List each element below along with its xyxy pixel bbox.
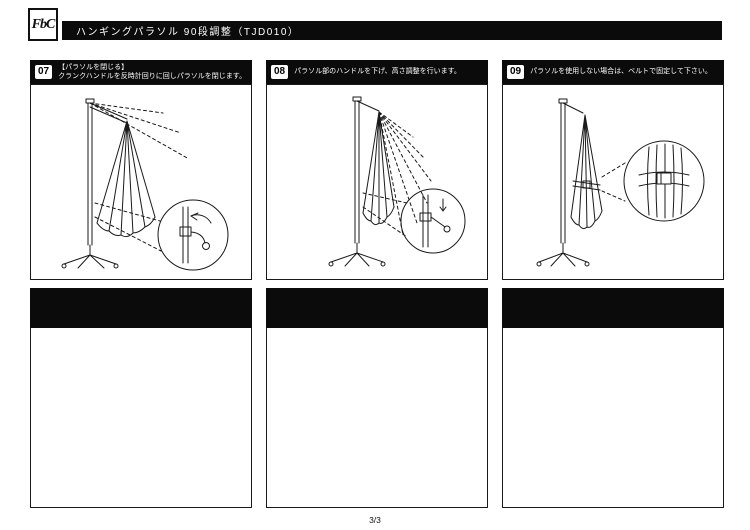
- step-column-07: 07 【パラソルを閉じる】 クランクハンドルを反時計回りに回しパラソルを閉じます…: [30, 60, 252, 508]
- brand-logo: FbC: [28, 8, 58, 41]
- document-title-bar: ハンギングパラソル 90段調整（TJD010）: [62, 21, 722, 40]
- parasol-height-adjust-illustration: [328, 96, 466, 267]
- step-09-blank-section-header: [502, 288, 724, 328]
- step-08-blank-section-body: [266, 328, 488, 508]
- step-09-number-badge: 09: [507, 65, 525, 79]
- step-09-blank-section: [502, 288, 724, 508]
- step-09-instruction-line1: パラソルを使用しない場合は、ベルトで固定して下さい。: [530, 68, 712, 76]
- step-08-instruction: パラソル部のハンドルを下げ、高さ調整を行います。: [294, 67, 461, 76]
- step-08-blank-section-header: [266, 288, 488, 328]
- step-07-instruction: 【パラソルを閉じる】 クランクハンドルを反時計回りに回しパラソルを閉じます。: [58, 63, 246, 82]
- step-08-number-badge: 08: [271, 65, 289, 79]
- parasol-crank-close-illustration: [61, 98, 229, 271]
- step-07-instruction-line2: クランクハンドルを反時計回りに回しパラソルを閉じます。: [58, 73, 247, 80]
- step-07-illustration-panel: [30, 84, 252, 280]
- step-07-blank-section-header: [30, 288, 252, 328]
- step-08-instruction-line1: パラソル部のハンドルを下げ、高さ調整を行います。: [294, 68, 461, 76]
- step-column-09: 09 パラソルを使用しない場合は、ベルトで固定して下さい。: [502, 60, 724, 508]
- steps-grid: 07 【パラソルを閉じる】 クランクハンドルを反時計回りに回しパラソルを閉じます…: [30, 60, 724, 508]
- step-08-header: 08 パラソル部のハンドルを下げ、高さ調整を行います。: [266, 60, 488, 84]
- parasol-belt-fix-illustration: [536, 98, 705, 267]
- document-title: ハンギングパラソル 90段調整（TJD010）: [76, 27, 300, 38]
- step-07-number-badge: 07: [35, 65, 53, 79]
- step-09-blank-section-body: [502, 328, 724, 508]
- step-08-blank-section: [266, 288, 488, 508]
- page-number: 3/3: [369, 515, 381, 525]
- step-09-header: 09 パラソルを使用しない場合は、ベルトで固定して下さい。: [502, 60, 724, 84]
- step-08-illustration-panel: [266, 84, 488, 280]
- brand-logo-text: FbC: [31, 16, 56, 32]
- step-column-08: 08 パラソル部のハンドルを下げ、高さ調整を行います。: [266, 60, 488, 508]
- step-07-blank-section-body: [30, 328, 252, 508]
- step-09-instruction: パラソルを使用しない場合は、ベルトで固定して下さい。: [530, 67, 712, 76]
- step-09-illustration-panel: [502, 84, 724, 280]
- step-07-instruction-line1: 【パラソルを閉じる】: [58, 63, 129, 71]
- step-07-blank-section: [30, 288, 252, 508]
- step-07-header: 07 【パラソルを閉じる】 クランクハンドルを反時計回りに回しパラソルを閉じます…: [30, 60, 252, 84]
